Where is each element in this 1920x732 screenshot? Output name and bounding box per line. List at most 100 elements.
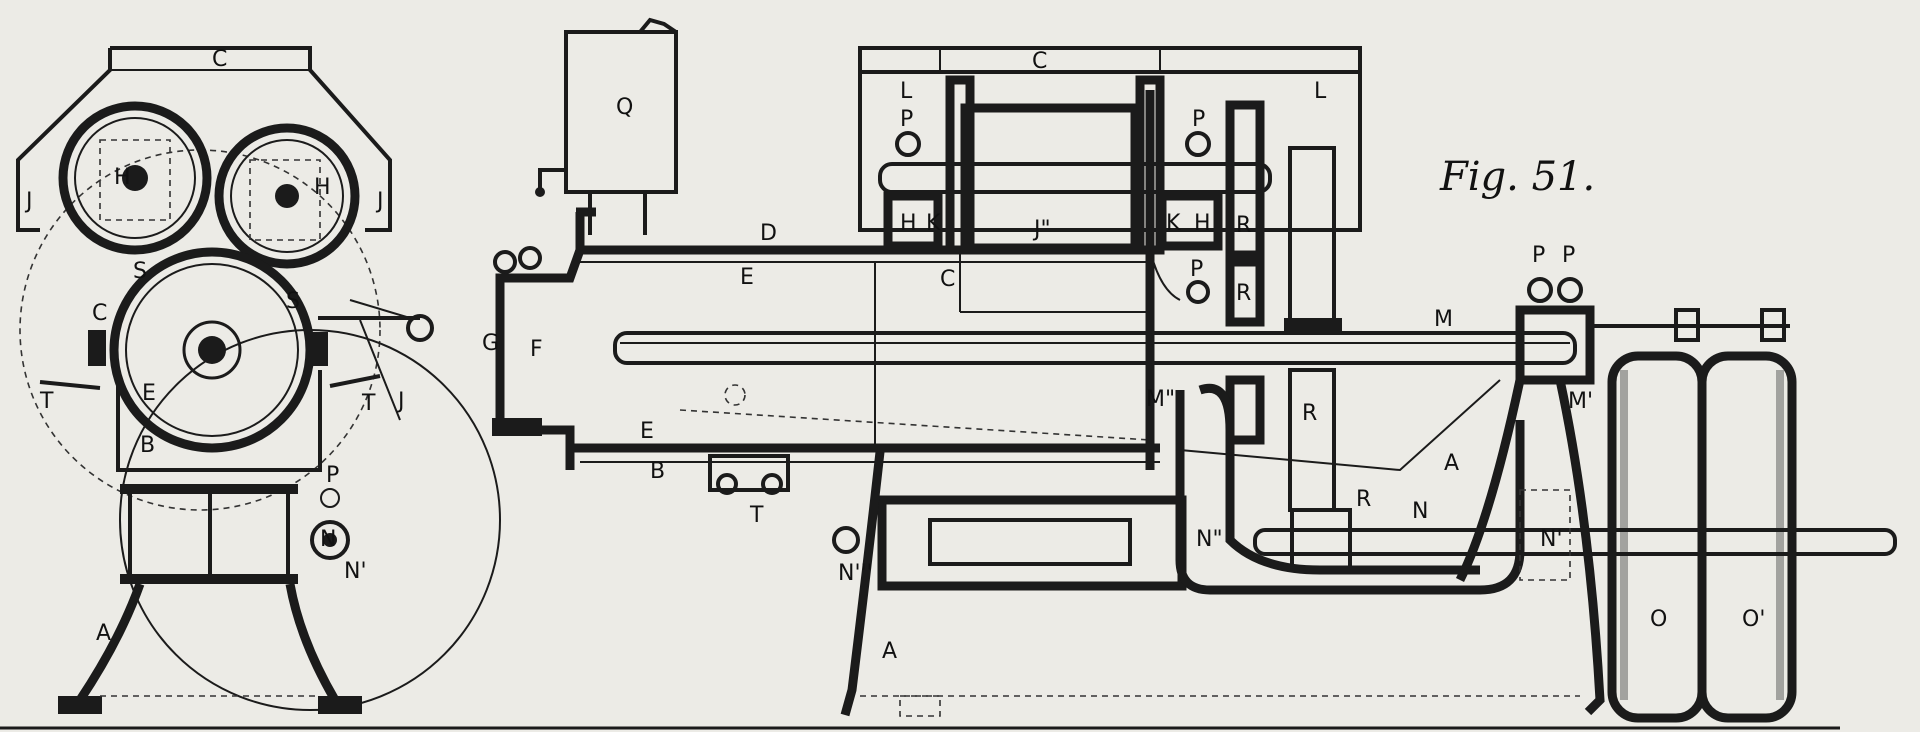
oil-cup-left [895,131,921,157]
clamp-right [312,332,328,366]
bearing-kh-right [1157,191,1223,251]
label-j-lever: J [396,389,405,414]
roller-h-right-hub [275,184,299,208]
label-b-left: B [140,433,155,458]
lever-t-ghost [724,384,746,406]
label-t-left: T [39,389,54,414]
label-r-3: R [1302,401,1317,426]
gearbox-bolt-left [832,526,860,554]
leg-right [285,583,353,714]
oil-cup-p [320,488,340,508]
r-plate-joint [1284,318,1342,332]
trough-bolt-2 [518,246,542,270]
label-e-drum: E [142,381,156,406]
roller-h-left [58,101,212,255]
label-s-left: S [133,259,147,284]
labels: C J J H H S S C E T T J B P N N' A Q D E… [24,47,1765,664]
label-e-bottom: E [640,419,654,444]
label-f: F [530,337,543,362]
roller-housing [858,46,1362,512]
oil-cup-m1 [1527,277,1553,303]
label-t-center: T [749,503,764,528]
lever-t-body [708,454,790,492]
housing-outline [858,46,1362,232]
label-t-right: T [361,391,376,416]
trough-top-lip [575,207,596,250]
label-e-top: E [740,265,754,290]
label-g: G [482,331,499,356]
label-p-left: P [326,463,339,488]
label-o-prime: O' [1742,607,1765,632]
pulley-o-shade [1620,370,1628,700]
lever-t-knob-1 [716,473,738,495]
label-c-top: C [1032,49,1047,74]
belt-line [1179,379,1501,472]
label-n-right: N [1412,499,1428,524]
label-c-center: C [940,267,955,292]
leg-left [57,582,145,715]
tank-q-body [564,30,678,194]
r-column-upper [1225,100,1265,260]
handle-t-right [329,374,381,388]
label-h-left: H [114,165,131,190]
label-j-right: J [375,189,384,214]
label-h-right: H [314,175,331,200]
oil-cup-center [1186,280,1210,304]
label-p-upper-left: P [900,107,913,132]
label-s-right: S [286,289,300,314]
tank-q-tap [535,187,545,197]
leg-a-far-right [1555,379,1605,716]
label-l-left: L [900,79,913,104]
foot-left [58,696,102,714]
r-column-mid [1225,257,1265,327]
roller-h-right-inner [230,139,344,253]
frame-b [116,370,322,472]
base-box-top-band [120,484,298,494]
label-a-center: A [882,639,897,664]
label-h-bearing-right: H [1194,211,1211,236]
lower-frame [0,277,1897,730]
label-n-prime-left: N' [344,559,367,584]
gear-hint-right [249,159,321,241]
oil-cup-m2 [1557,277,1583,303]
label-n-prime-right: N' [1540,527,1563,552]
end-elevation [16,46,501,715]
label-j-left: J [24,189,33,214]
label-p-m2: P [1562,243,1575,268]
bearing-n-prime [1519,489,1571,581]
label-r-4: R [1356,487,1371,512]
roller-frame-j [960,103,1140,253]
trough-inner-dashed [679,409,1151,441]
arm-a-right [1455,379,1525,583]
lower-shaft-coupling [1290,508,1352,572]
tank-q-lid [638,17,678,34]
foot-right [318,696,362,714]
r-plate-upper [1288,146,1336,330]
frame-loop-m2 [1175,390,1525,595]
lever-t-knob-2 [761,473,783,495]
main-drum [109,247,315,453]
label-n2: N" [1196,527,1223,552]
label-l-right: L [1314,79,1327,104]
roller-h-left-inner [74,117,196,239]
pulley-o-prime-shade [1776,370,1784,700]
label-c-clamp: C [92,301,107,326]
label-r-2: R [1236,281,1251,306]
bearing-kh-left [883,191,943,251]
trough-bolt [493,250,517,274]
drum-hub-ring [182,320,242,380]
base-box-bottom-band [120,574,298,584]
main-shaft [613,331,1577,365]
rod-collar-1 [1674,308,1700,342]
label-b-center: B [650,459,665,484]
gear-n-hub [323,533,337,547]
leg-center-ghost [899,695,941,717]
bearing-m-prime [1515,305,1595,385]
rod-collar-2 [1760,308,1786,342]
label-k-bearing-right: K [1166,211,1181,236]
label-o: O [1650,607,1667,632]
center-curve [1149,249,1181,301]
label-h-bearing-left: H [900,211,917,236]
lever-pivot [406,314,434,342]
gear-n [310,520,350,560]
